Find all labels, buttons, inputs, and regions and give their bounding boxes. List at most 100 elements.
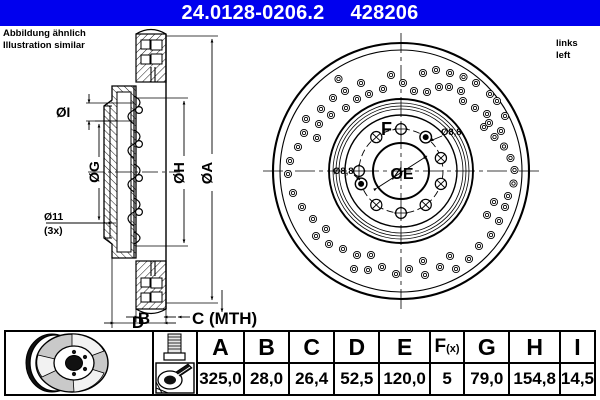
column-c: C 26,4: [288, 332, 334, 394]
column-h-header: H: [510, 332, 559, 364]
drilled-hole: [456, 86, 466, 96]
column-e: E 120,0: [378, 332, 429, 394]
drilled-hole: [341, 103, 351, 113]
drilled-hole: [356, 78, 366, 88]
label-d: D: [132, 313, 144, 328]
label-f: F: [381, 119, 392, 139]
drilled-hole: [409, 86, 419, 96]
bolt-hole-plain: [352, 164, 366, 178]
column-h: H 154,8: [508, 332, 559, 394]
caliper-icon: [155, 362, 195, 394]
column-a: A 325,0: [196, 332, 243, 394]
drilled-hole: [503, 191, 513, 201]
column-g: G 79,0: [463, 332, 509, 394]
column-a-header: A: [198, 332, 243, 364]
label-dia-a: ØA: [199, 162, 216, 185]
technical-drawing: ØI ØG Ø11 (3x) ØH: [0, 26, 600, 328]
drilled-hole: [492, 96, 502, 106]
column-f-header-letter: F: [434, 336, 447, 357]
column-a-value: 325,0: [199, 369, 242, 388]
drawing-canvas: ØI ØG Ø11 (3x) ØH: [44, 28, 539, 328]
friction-ring-bottom: [135, 260, 167, 315]
drilled-hole: [444, 82, 454, 92]
drilled-hole: [283, 169, 293, 179]
dimension-dia-88-top: Ø8,8: [429, 127, 462, 142]
bolt-hole-filled-core: [358, 180, 365, 187]
column-i-header: I: [560, 332, 595, 364]
bolt-caliper-cell: [152, 332, 196, 394]
column-b-header: B: [244, 332, 289, 364]
label-dia-h: ØH: [172, 162, 188, 184]
drilled-hole: [349, 264, 359, 274]
spec-table: A 325,0 B 28,0 C 26,4 D 52,5 E 120,0 F(x…: [4, 330, 596, 396]
drilled-hole: [404, 264, 414, 274]
header-bar: 24.0128-0206.2 428206: [0, 0, 600, 26]
column-b-value: 28,0: [249, 369, 284, 388]
front-face-view: ØE F Ø8,8 Ø8,8: [263, 33, 539, 309]
brake-disc-photo-cell: [6, 332, 152, 394]
drilled-hole: [324, 239, 334, 249]
drilled-hole: [422, 87, 432, 97]
drilled-hole: [484, 118, 494, 128]
drilled-hole: [496, 126, 506, 136]
drilled-hole: [301, 114, 311, 124]
drilled-hole: [364, 89, 374, 99]
friction-ring-top: [135, 28, 167, 83]
drilled-hole: [431, 65, 441, 75]
bolt-icon: [163, 333, 186, 361]
drilled-hole: [500, 202, 510, 212]
bolt-hole-x: [370, 130, 383, 144]
bolt-hole-filled-core: [422, 134, 429, 141]
column-e-header: E: [380, 332, 429, 364]
drilled-hole: [435, 262, 445, 272]
drilled-hole: [470, 103, 480, 113]
drilled-hole: [445, 251, 455, 261]
label-dia-e: ØE: [390, 166, 413, 183]
column-d: D 52,5: [333, 332, 379, 394]
drilled-hole: [326, 110, 336, 120]
side-indicator-note: links left: [556, 38, 578, 61]
dimension-dia-a: ØA: [166, 35, 218, 304]
drilled-hole: [509, 179, 518, 188]
illustration-similar-note: Abbildung ähnlich Illustration similar: [3, 28, 86, 51]
dimension-dia-88-left: Ø8,8: [333, 166, 361, 181]
drilled-hole: [378, 84, 388, 94]
drilled-hole: [510, 165, 519, 175]
drilled-hole: [352, 250, 362, 260]
column-i-value: 14,5: [560, 369, 595, 388]
drilled-hole: [297, 202, 307, 212]
drilled-hole: [471, 78, 481, 88]
column-g-header: G: [465, 332, 509, 364]
label-c-mth: C (MTH): [192, 309, 257, 328]
dimension-c-mth: C (MTH): [177, 290, 257, 328]
label-dia-g: ØG: [86, 161, 102, 183]
dimension-d: D: [104, 258, 176, 328]
drilled-hole: [490, 132, 499, 142]
label-dia-88-left: Ø8,8: [333, 166, 354, 177]
label-dia-i: ØI: [56, 105, 70, 120]
drilled-hole: [366, 250, 376, 260]
column-d-header: D: [335, 332, 379, 364]
column-f-value: 5: [442, 369, 452, 388]
drilled-hole: [285, 156, 295, 166]
drilled-hole: [486, 230, 496, 240]
column-i: I 14,5: [558, 332, 595, 394]
drilled-hole: [316, 104, 326, 114]
bolt-and-caliper-icon: [155, 333, 195, 394]
drilled-hole: [363, 265, 373, 275]
bolt-hole-x: [419, 198, 432, 212]
drilled-hole: [338, 244, 348, 254]
drilled-hole: [482, 210, 492, 220]
drilled-hole: [288, 188, 298, 198]
label-dia-11-qty: (3x): [44, 225, 63, 237]
drilled-hole: [308, 214, 318, 224]
drilled-hole: [334, 74, 343, 84]
dimension-dia-i: ØI: [56, 94, 134, 130]
bolt-holes: [352, 122, 448, 220]
column-h-value: 154,8: [513, 369, 556, 388]
drilled-hole: [321, 224, 331, 234]
drilled-hole: [386, 70, 396, 80]
dimension-dia-e: ØE: [373, 155, 428, 192]
bolt-hole-plain: [394, 122, 408, 136]
drilled-hole: [459, 72, 468, 82]
